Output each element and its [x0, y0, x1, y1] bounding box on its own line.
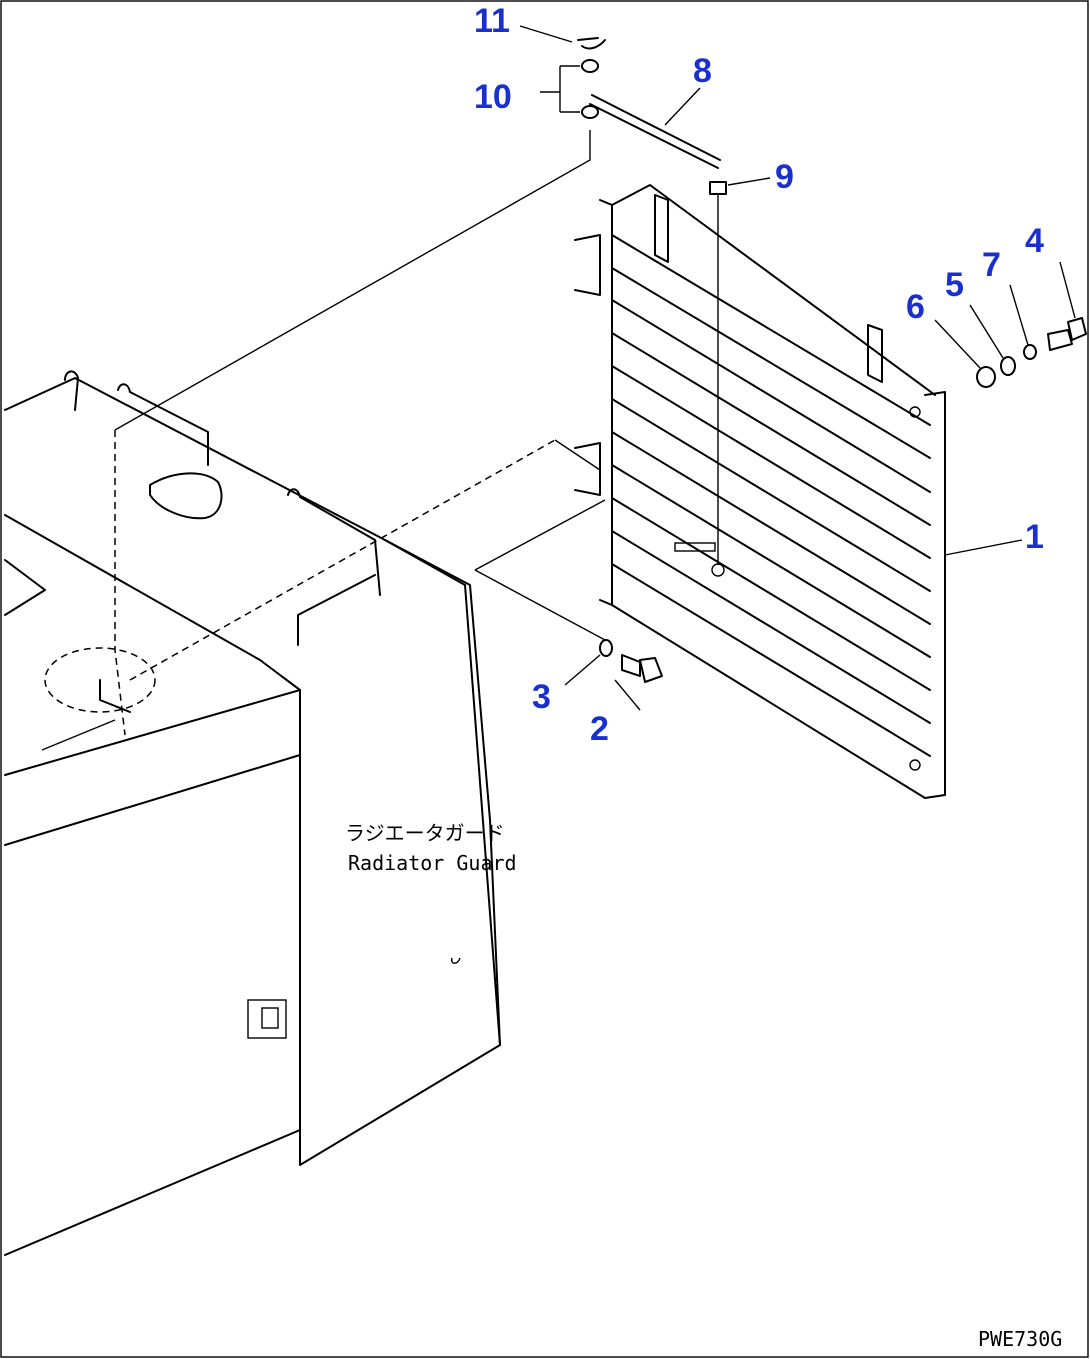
callout-6: 6 — [906, 288, 925, 326]
leader-lines — [519, 25, 1076, 711]
radiator-guard — [574, 184, 946, 799]
callout-11: 11 — [474, 2, 510, 40]
part-label-english: Radiator Guard — [348, 851, 517, 875]
callouts: 1 2 3 4 5 6 7 8 9 10 11 — [474, 2, 1044, 748]
callout-10: 10 — [474, 78, 512, 116]
callout-5: 5 — [945, 266, 964, 304]
machine-body — [4, 370, 501, 1256]
rod-assembly — [540, 37, 727, 565]
callout-8: 8 — [693, 52, 712, 90]
callout-3: 3 — [532, 678, 551, 716]
drawing-code: PWE730G — [978, 1327, 1062, 1351]
callout-1: 1 — [1025, 518, 1044, 556]
callout-2: 2 — [590, 710, 609, 748]
part-label-japanese: ラジエータガード — [345, 821, 505, 845]
callout-4: 4 — [1025, 222, 1044, 260]
callout-9: 9 — [775, 158, 794, 196]
fasteners — [599, 317, 1087, 683]
callout-7: 7 — [982, 246, 1001, 284]
assembly-guide-lines — [114, 130, 606, 736]
